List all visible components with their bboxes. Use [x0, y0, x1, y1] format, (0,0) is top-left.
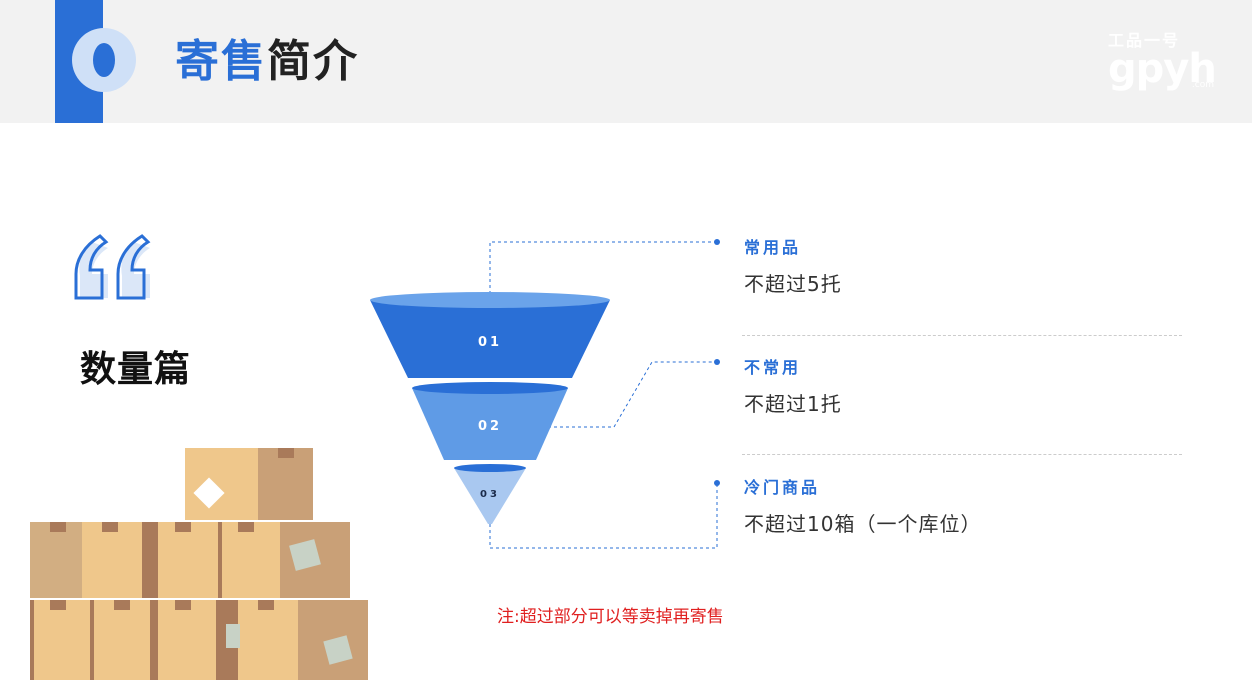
- title-rest: 简介: [267, 36, 359, 87]
- funnel-layer-2: 02: [412, 382, 568, 460]
- ring-icon: [72, 28, 136, 92]
- connector-line-1: [489, 241, 716, 300]
- title-highlight: 寄售: [175, 36, 267, 87]
- item-category: 冷门商品: [744, 478, 821, 497]
- item-description: 不超过5托: [744, 272, 842, 296]
- funnel-layer-label-3: 03: [480, 489, 500, 500]
- list-item-common: 常用品 不超过5托: [744, 234, 842, 297]
- funnel-layer-1: 01: [370, 292, 610, 378]
- connector-line-2: [548, 361, 716, 428]
- connector-dot-3: [714, 480, 720, 486]
- funnel-layer-3: 03: [454, 464, 526, 524]
- funnel-layer-label-1: 01: [478, 335, 502, 350]
- brand-watermark: 工品一号 gpyh .com: [1108, 32, 1220, 94]
- divider: [742, 335, 1182, 336]
- funnel-diagram: 01 02 03: [370, 239, 720, 549]
- cardboard-boxes-illustration: [30, 448, 368, 680]
- item-category: 常用品: [744, 238, 802, 257]
- connector-line-3: [489, 484, 718, 549]
- funnel-layer-label-2: 02: [478, 419, 502, 434]
- watermark-top-text: 工品一号: [1108, 31, 1181, 50]
- connector-dot-2: [714, 359, 720, 365]
- page-title: 寄售简介: [175, 30, 359, 94]
- list-item-rare: 冷门商品 不超过10箱（一个库位）: [744, 474, 981, 537]
- item-description: 不超过1托: [744, 392, 842, 416]
- item-description: 不超过10箱（一个库位）: [744, 512, 982, 536]
- watermark-sub-text: .com: [1191, 80, 1214, 90]
- divider: [742, 454, 1182, 455]
- header-bar: 寄售简介 工品一号 gpyh .com: [0, 0, 1252, 123]
- connector-dot-1: [714, 239, 720, 245]
- item-category: 不常用: [744, 358, 802, 377]
- list-item-uncommon: 不常用 不超过1托: [744, 354, 842, 417]
- watermark-main-text: gpyh: [1108, 46, 1217, 92]
- section-title: 数量篇: [80, 349, 192, 390]
- footnote: 注:超过部分可以等卖掉再寄售: [497, 607, 724, 627]
- quote-icon: [74, 234, 151, 300]
